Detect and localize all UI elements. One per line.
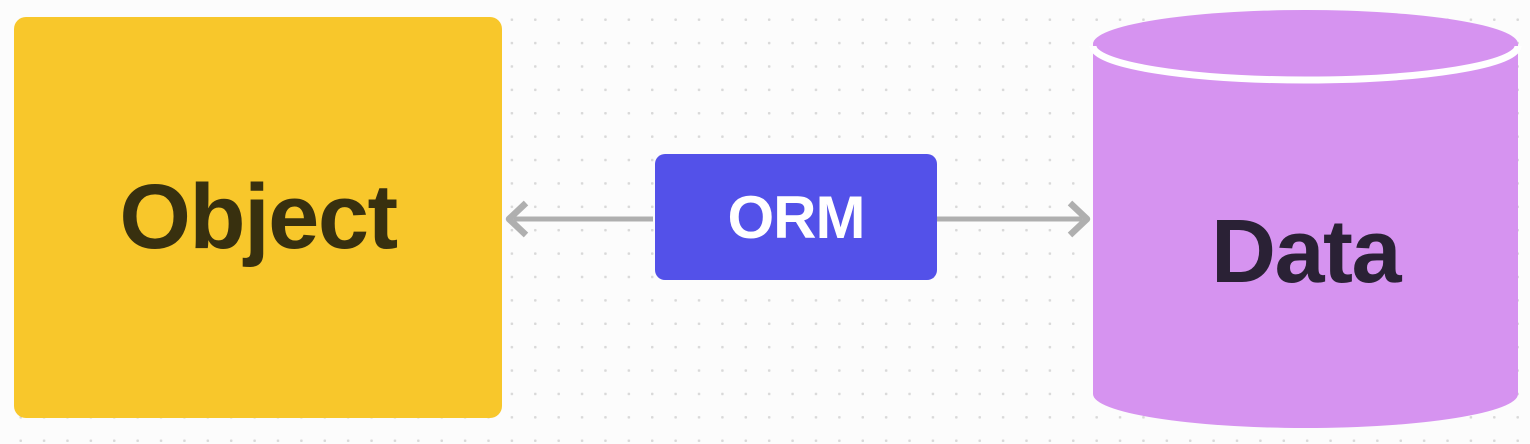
arrow-left-head-icon xyxy=(505,200,529,238)
node-orm[interactable]: ORM xyxy=(655,154,937,280)
node-data-label: Data xyxy=(1093,78,1518,426)
node-data-label-text: Data xyxy=(1210,201,1402,302)
arrow-right-head-icon xyxy=(1067,200,1091,238)
node-orm-label: ORM xyxy=(727,183,866,251)
connector-orm-to-data[interactable] xyxy=(937,200,1091,238)
cylinder-shape[interactable] xyxy=(1093,10,1518,428)
node-object[interactable]: Object xyxy=(14,17,502,418)
node-data-cylinder[interactable] xyxy=(1089,10,1522,428)
connector-orm-to-object[interactable] xyxy=(505,200,653,238)
cylinder-lid-line xyxy=(1089,45,1522,84)
node-object-label: Object xyxy=(119,166,398,268)
